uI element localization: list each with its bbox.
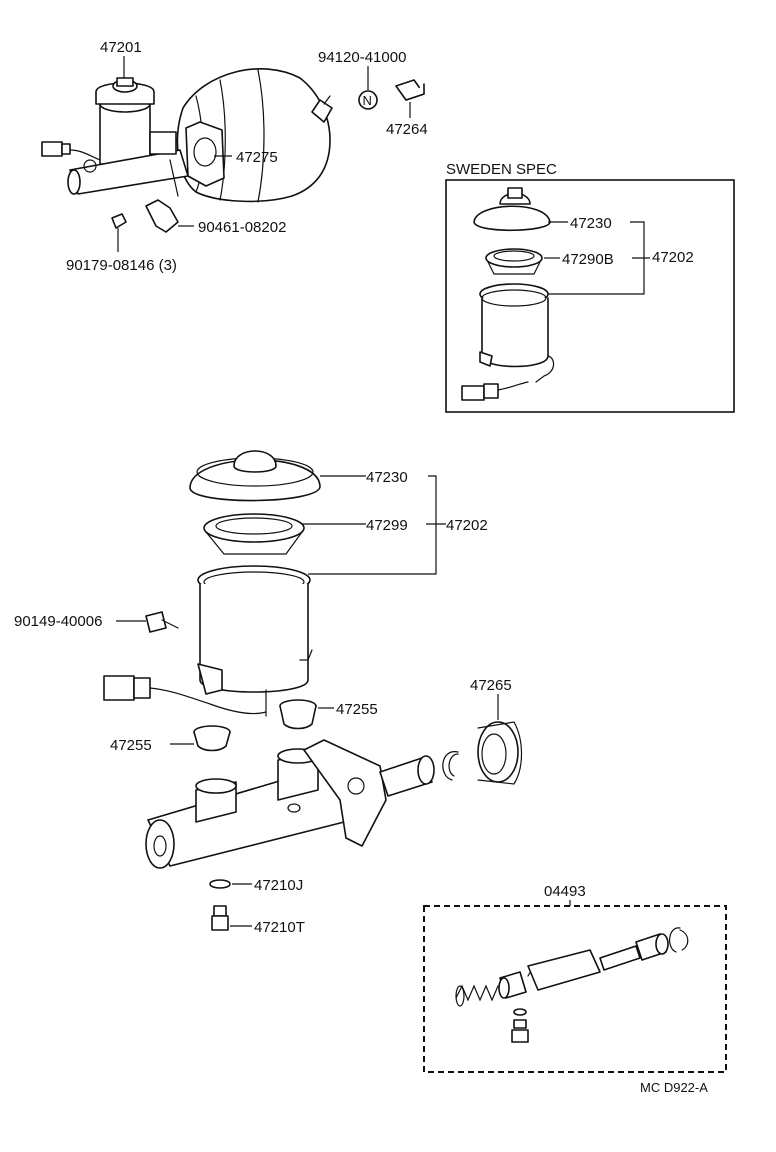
label-47299: 47299 bbox=[366, 517, 408, 534]
label-47264: 47264 bbox=[386, 121, 428, 138]
grommet-right bbox=[279, 699, 334, 730]
master-cylinder-small bbox=[41, 77, 194, 252]
label-90179-08146: 90179-08146 (3) bbox=[66, 257, 177, 274]
booster-gasket bbox=[185, 121, 225, 187]
grommet-left bbox=[170, 725, 231, 752]
bracket bbox=[145, 199, 179, 233]
nut-94120: N bbox=[358, 66, 378, 110]
repair-kit-panel: 04493 MC D922-A bbox=[423, 883, 727, 1095]
n-mark-icon bbox=[358, 90, 378, 110]
label-47265: 47265 bbox=[470, 677, 512, 694]
label-47210t: 47210T bbox=[254, 919, 305, 936]
sweden-spec-panel: SWEDEN SPEC 47230 47290B 47202 bbox=[445, 161, 735, 413]
label-94120-41000: 94120-41000 bbox=[318, 49, 406, 66]
reservoir-tank bbox=[199, 583, 309, 693]
label-sweden-47230: 47230 bbox=[570, 215, 612, 232]
master-cylinder-body bbox=[145, 694, 523, 931]
clevis-47264 bbox=[395, 79, 425, 118]
label-90149-40006: 90149-40006 bbox=[14, 613, 102, 630]
label-47202: 47202 bbox=[446, 517, 488, 534]
label-47201: 47201 bbox=[100, 39, 142, 56]
reservoir-strainer bbox=[203, 513, 305, 543]
label-47255-left: 47255 bbox=[110, 737, 152, 754]
n-mark-glyph: N bbox=[363, 93, 372, 108]
reservoir-cap bbox=[189, 459, 321, 502]
label-90461-08202: 90461-08202 bbox=[198, 219, 286, 236]
label-sweden-47202: 47202 bbox=[652, 249, 694, 266]
diagram-code: MC D922-A bbox=[640, 1080, 708, 1095]
label-47230: 47230 bbox=[366, 469, 408, 486]
label-sweden-47290b: 47290B bbox=[562, 251, 614, 268]
reservoir-assembly bbox=[103, 450, 321, 717]
label-47255-right: 47255 bbox=[336, 701, 378, 718]
sweden-spec-title: SWEDEN SPEC bbox=[446, 161, 557, 178]
label-47210j: 47210J bbox=[254, 877, 303, 894]
label-04493: 04493 bbox=[544, 883, 586, 900]
brake-booster-assembly bbox=[176, 68, 333, 203]
label-47275: 47275 bbox=[236, 149, 278, 166]
